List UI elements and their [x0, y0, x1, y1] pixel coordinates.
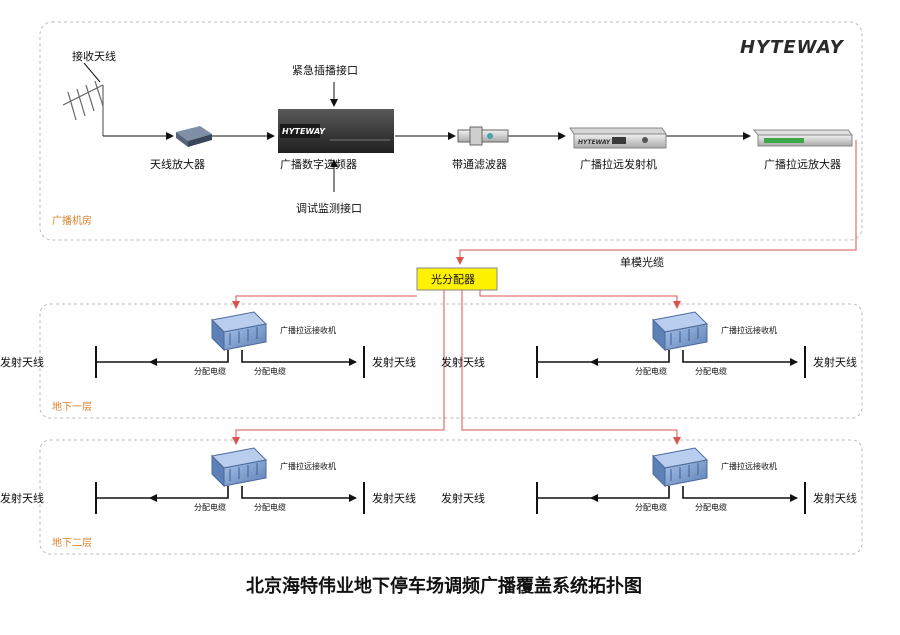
- distribution-cable-right: [682, 486, 798, 502]
- remote-receiver-icon: [210, 447, 268, 488]
- fiber-trunk: [456, 140, 857, 265]
- amplifier-label: 广播拉远放大器: [764, 157, 841, 171]
- antenna-amplifier-icon: [176, 126, 212, 147]
- distribution-cable-label: 分配电缆: [635, 502, 667, 512]
- remote-receiver-icon: [651, 447, 709, 488]
- fiber-branch-b2-left: [232, 290, 445, 445]
- optical-splitter: [416, 267, 498, 291]
- distribution-cable-label: 分配电缆: [194, 366, 226, 376]
- amplifier-icon: [752, 129, 854, 147]
- transmit-antenna-label: 发射天线: [813, 355, 857, 369]
- remote-units: 广播拉远接收机分配电缆分配电缆发射天线发射天线广播拉远接收机分配电缆分配电缆发射…: [0, 311, 857, 514]
- zone-label-b2: 地下二层: [52, 536, 92, 549]
- transmitter-icon: HYTEWAY: [569, 127, 667, 149]
- distribution-cable-left: [149, 350, 229, 366]
- fiber-branch-b1-left: [232, 295, 417, 309]
- distribution-cable-right: [241, 350, 357, 366]
- distribution-cable-right: [241, 486, 357, 502]
- transmit-antenna-label: 发射天线: [813, 491, 857, 505]
- remote-receiver-icon: [210, 311, 268, 352]
- distribution-cable-left: [149, 486, 229, 502]
- distribution-cable-label: 分配电缆: [635, 366, 667, 376]
- distribution-cable-left: [590, 486, 670, 502]
- remote-receiver-label: 广播拉远接收机: [280, 461, 336, 471]
- transmit-antenna-label: 发射天线: [372, 355, 416, 369]
- receive-antenna-label: 接收天线: [72, 49, 116, 63]
- bandpass-filter-icon: [457, 126, 509, 146]
- debug-port-label: 调试监测接口: [296, 202, 362, 215]
- bandpass-filter-label: 带通滤波器: [452, 158, 507, 171]
- diagram-title: 北京海特伟业地下停车场调频广播覆盖系统拓扑图: [246, 575, 642, 597]
- remote-receiver-label: 广播拉远接收机: [280, 325, 336, 335]
- emergency-port-label: 紧急插播接口: [292, 63, 358, 77]
- fiber-branch-b2-right: [461, 290, 681, 445]
- remote-receiver-label: 广播拉远接收机: [721, 461, 777, 471]
- transmit-antenna-label: 发射天线: [0, 355, 44, 369]
- transmitter-badge: HYTEWAY: [578, 139, 611, 146]
- zone-label-b1: 地下一层: [52, 400, 92, 413]
- machine-room-zone: [39, 21, 863, 241]
- floor-b2-zone: [39, 439, 863, 555]
- zone-label-machine-room: 广播机房: [52, 214, 92, 227]
- remote-receiver-icon: [651, 311, 709, 352]
- transmit-antenna-label: 发射天线: [372, 491, 416, 505]
- transmitter-label: 广播拉远发射机: [580, 157, 657, 171]
- digital-selector-label: 广播数字选频器: [280, 157, 357, 171]
- selector-badge: HYTEWAY: [282, 127, 326, 136]
- brand-logo: HYTEWAY: [740, 37, 845, 58]
- distribution-cable-label: 分配电缆: [254, 502, 286, 512]
- transmit-antenna-label: 发射天线: [441, 355, 485, 369]
- transmit-antenna-label: 发射天线: [441, 491, 485, 505]
- receive-antenna-icon: [62, 80, 104, 136]
- fiber-branch-b1-right: [479, 290, 681, 309]
- distribution-cable-left: [590, 350, 670, 366]
- distribution-cable-right: [682, 350, 798, 366]
- distribution-cable-label: 分配电缆: [695, 502, 727, 512]
- antenna-amplifier-label: 天线放大器: [150, 157, 205, 171]
- optical-splitter-label: 光分配器: [431, 272, 475, 286]
- fiber-label: 单模光缆: [620, 255, 664, 269]
- distribution-cable-label: 分配电缆: [254, 366, 286, 376]
- distribution-cable-label: 分配电缆: [695, 366, 727, 376]
- distribution-cable-label: 分配电缆: [194, 502, 226, 512]
- remote-receiver-label: 广播拉远接收机: [721, 325, 777, 335]
- floor-b1-zone: [39, 303, 863, 419]
- transmit-antenna-label: 发射天线: [0, 491, 44, 505]
- digital-selector-icon: HYTEWAY: [278, 109, 394, 153]
